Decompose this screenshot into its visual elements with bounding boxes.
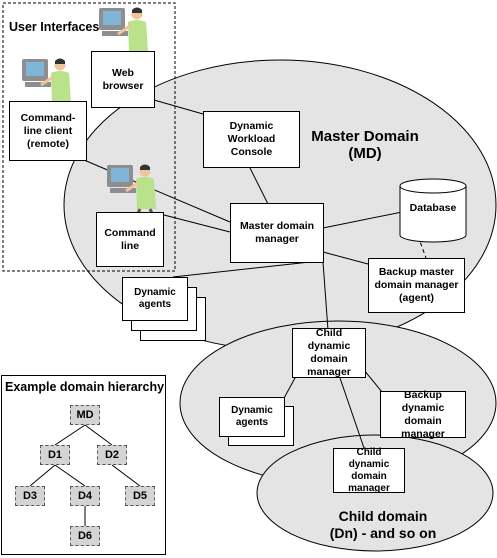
browser-dwc-line xyxy=(153,99,211,117)
command-line-label: Command line xyxy=(104,226,156,252)
child-agents-line xyxy=(282,377,296,401)
master-domain-title: Master Domain (MD) xyxy=(305,128,425,162)
child-dynamic-domain-manager-2-label: Child dynamic domain manager xyxy=(348,446,390,494)
hierarchy-node-d4: D4 xyxy=(70,486,100,506)
child-backup-line xyxy=(363,369,383,393)
command-line-box: Command line xyxy=(96,212,164,267)
web-browser-box: Web browser xyxy=(91,51,155,108)
master-dynamic-agents-stack: Dynamic agents xyxy=(122,277,206,341)
web-browser-label: Web browser xyxy=(102,66,144,92)
database-label: Database xyxy=(409,202,457,214)
backup-dynamic-domain-manager-label: Backup dynamic domain manager xyxy=(401,388,445,440)
cmdline-master-line xyxy=(163,214,231,233)
master-backup-line xyxy=(322,251,369,265)
child-domain-ellipse xyxy=(256,434,494,552)
hierarchy-node-md: MD xyxy=(70,405,100,425)
master-domain-manager-label: Master domain manager xyxy=(239,220,315,245)
hierarchy-title: Example domain hierarchy xyxy=(5,380,165,394)
child-dynamic-domain-manager-label: Child dynamic domain manager xyxy=(307,327,351,378)
master-domain-manager-box: Master domain manager xyxy=(230,203,324,263)
master-database-line xyxy=(322,211,403,229)
child-dynamic-domain-manager-box: Child dynamic domain manager xyxy=(292,327,366,378)
backup-master-domain-manager-box: Backup master domain manager (agent) xyxy=(368,258,465,313)
hierarchy-connectors xyxy=(29,424,141,526)
command-line-client-box: Command-line client (remote) xyxy=(9,101,87,161)
database-cylinder xyxy=(399,178,467,243)
dwc-master-line xyxy=(249,167,269,205)
master-agents-line xyxy=(172,261,311,278)
hierarchy-node-d3: D3 xyxy=(15,486,45,506)
child-dynamic-agents-label: Dynamic agents xyxy=(231,405,273,428)
hierarchy-node-d6: D6 xyxy=(70,526,100,546)
child-domain-title: Child domain (Dn) - and so on xyxy=(318,508,448,542)
user-computer-icon-2 xyxy=(22,58,71,107)
child-domain-name: Child domain xyxy=(338,508,428,524)
child-domain-sub: (Dn) - and so on xyxy=(329,525,437,541)
hierarchy-node-d1: D1 xyxy=(40,445,70,465)
example-hierarchy-panel xyxy=(1,375,166,555)
user-computer-icon-1 xyxy=(99,7,148,56)
backup-master-domain-manager-label: Backup master domain manager (agent) xyxy=(374,266,459,304)
hierarchy-node-d2: D2 xyxy=(97,445,127,465)
command-line-client-label: Command-line client (remote) xyxy=(20,111,76,150)
master-domain-abbr: (MD) xyxy=(348,145,382,162)
child-dynamic-domain-manager-2-box: Child dynamic domain manager xyxy=(333,446,405,494)
user-interfaces-title: User Interfaces xyxy=(9,20,100,34)
master-child-line xyxy=(322,261,329,331)
child-child-line xyxy=(339,377,365,449)
child-dynamic-agents-stack: Dynamic agents xyxy=(219,397,294,446)
user-computer-icon-3 xyxy=(107,164,156,213)
user-interfaces-border xyxy=(2,2,176,272)
hierarchy-node-d5: D5 xyxy=(125,486,155,506)
backup-dynamic-domain-manager-box: Backup dynamic domain manager xyxy=(380,388,466,440)
master-dynamic-agents-label: Dynamic agents xyxy=(134,287,176,310)
dynamic-workload-console-box: Dynamic Workload Console xyxy=(203,111,300,168)
master-domain-name: Master Domain xyxy=(311,128,419,145)
dynamic-workload-console-label: Dynamic Workload Console xyxy=(227,120,276,158)
